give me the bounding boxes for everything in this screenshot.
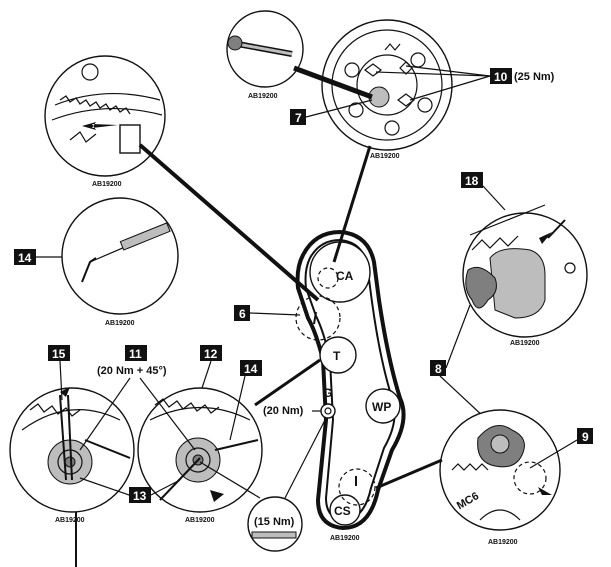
image-code-crank-detail: AB19200 <box>488 539 518 546</box>
callout-13: 13 <box>133 489 147 503</box>
timing-belt <box>295 229 406 531</box>
tensioner-detail-18 <box>462 204 588 338</box>
callout-14-lower: 14 <box>244 362 258 376</box>
crankshaft-pulley: CS <box>329 468 376 526</box>
pulley-label-t: T <box>333 349 341 363</box>
image-code-detail-18: AB19200 <box>510 340 540 347</box>
tool-14-detail <box>61 197 179 315</box>
tensioner-detail-left <box>9 387 135 513</box>
camshaft-pulley: CA <box>309 241 371 303</box>
callout-10: 10 <box>494 70 508 84</box>
belt-marking-circle <box>295 295 341 341</box>
torque-bolts: (25 Nm) <box>514 71 555 83</box>
torque-idler: (20 Nm) <box>263 405 304 417</box>
camshaft-tool-detail <box>226 10 304 88</box>
callout-7: 7 <box>295 111 302 125</box>
pulley-label-cs: CS <box>334 504 351 518</box>
pulley-label-wp: WP <box>372 400 391 414</box>
callout-12: 12 <box>204 347 218 361</box>
tensioner-pulley: T <box>319 336 357 374</box>
image-code-tool-14: AB19200 <box>105 320 135 327</box>
image-code-top-left: AB19200 <box>92 181 122 188</box>
camshaft-sprocket-detail <box>321 19 453 151</box>
callout-11: 11 <box>129 347 142 361</box>
image-code-camshaft: AB19200 <box>370 153 400 160</box>
image-code-camshaft-tool: AB19200 <box>248 93 278 100</box>
torque-tensioner: (20 Nm + 45°) <box>97 365 167 377</box>
pulley-label-ca: CA <box>336 269 354 283</box>
callout-15: 15 <box>52 347 66 361</box>
tensioner-detail-right <box>137 387 263 513</box>
pulley-label-g: G <box>323 386 332 400</box>
top-left-sprocket-detail <box>44 55 166 177</box>
callout-18: 18 <box>465 174 479 188</box>
crankshaft-sprocket-detail: MC6 <box>439 409 561 531</box>
callout-14-upper: 14 <box>18 251 32 265</box>
image-code-tensioner-left: AB19200 <box>55 517 85 524</box>
callout-8: 8 <box>435 362 442 376</box>
image-code-belt: AB19200 <box>330 535 360 542</box>
stud-detail: (15 Nm) <box>247 496 303 552</box>
callout-6: 6 <box>239 307 246 321</box>
water-pump-pulley: WP <box>365 388 401 424</box>
image-code-tensioner-right: AB19200 <box>185 517 215 524</box>
torque-stud: (15 Nm) <box>254 516 295 528</box>
callout-9: 9 <box>582 430 589 444</box>
